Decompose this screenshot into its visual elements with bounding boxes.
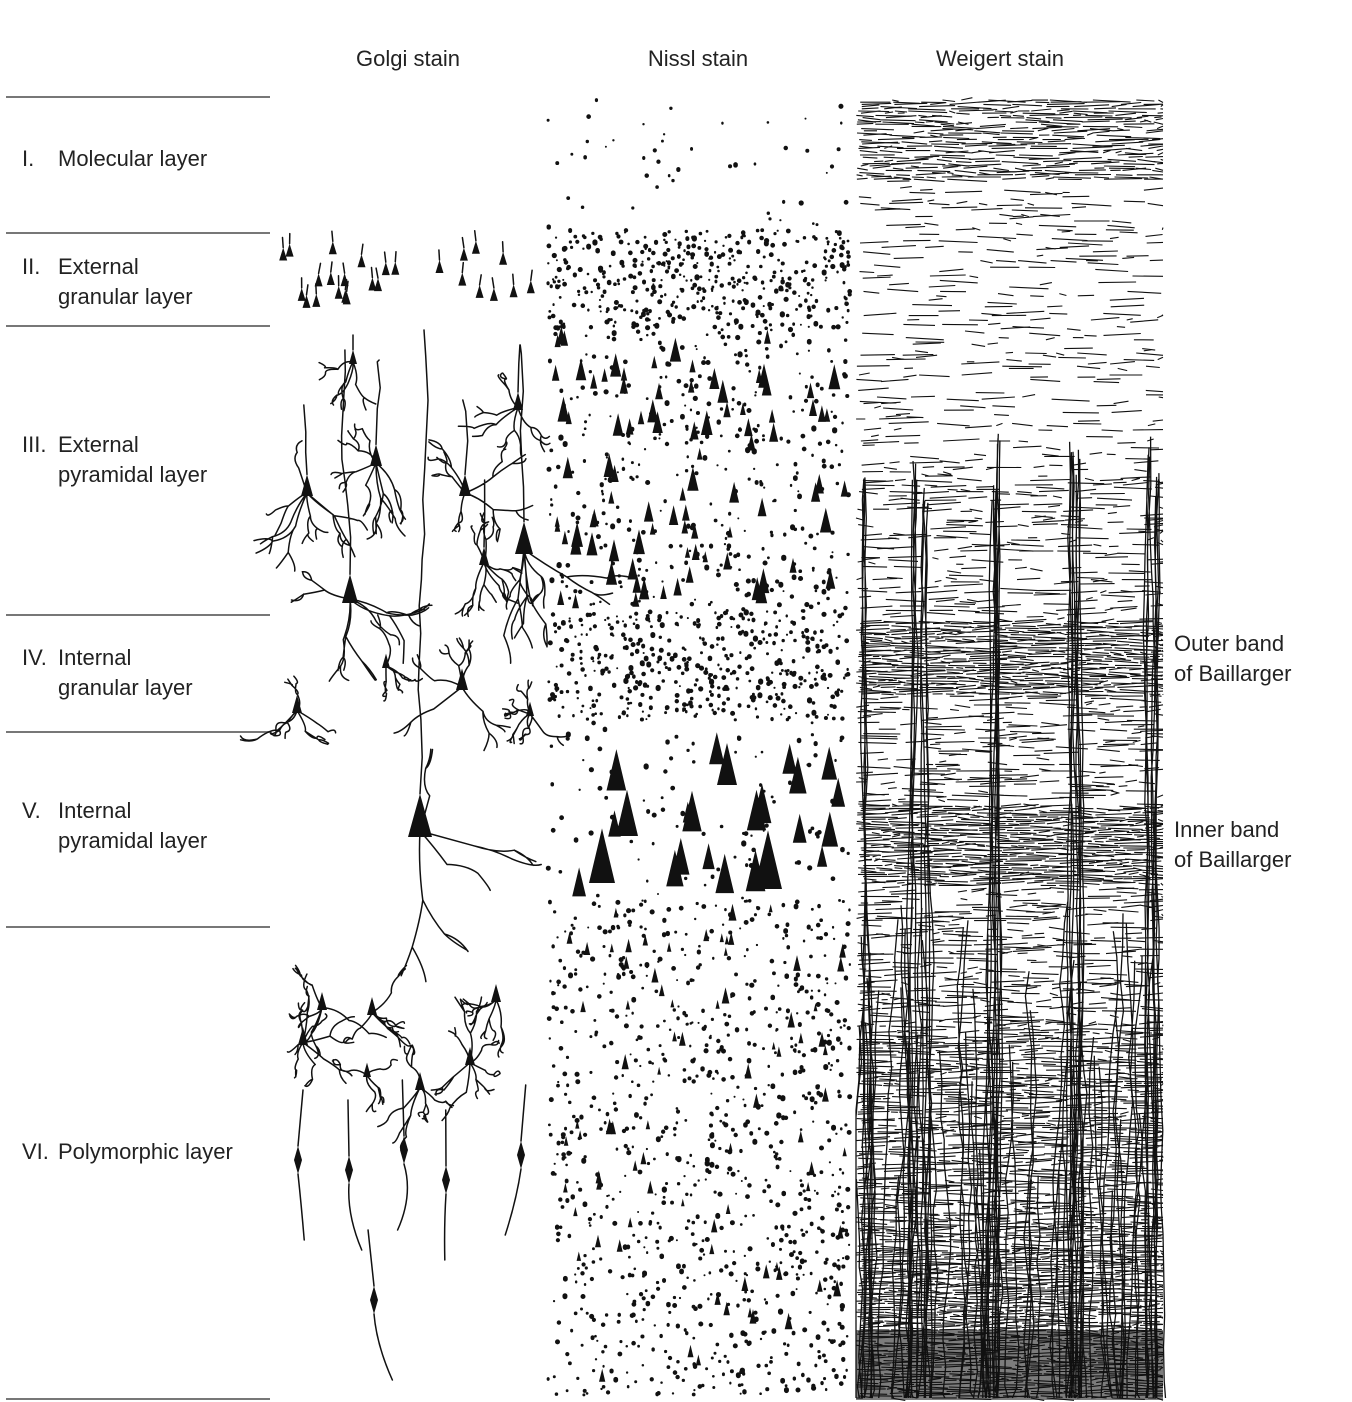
outer-band-label: Outer band of Baillarger (1174, 629, 1291, 689)
layer-name: Polymorphic layer (58, 1139, 233, 1164)
layer-divider (6, 232, 270, 234)
granule-cells (545, 98, 853, 1397)
layer-divider (6, 1398, 270, 1400)
layer-divider (6, 614, 270, 616)
neuron-cell-bodies (279, 240, 535, 1315)
layer-label-iv: IV. Internal granular layer (22, 643, 193, 703)
layer-name: External (58, 432, 139, 457)
layer-number: II. (22, 254, 41, 279)
nissl-stain-title: Nissl stain (647, 46, 749, 71)
layer-number: III. (22, 432, 47, 457)
horizontal-fibres (855, 97, 1164, 1401)
layer-name-line2: pyramidal layer (58, 462, 208, 487)
layer-divider (6, 731, 270, 733)
inner-band-line2: of Baillarger (1174, 847, 1292, 872)
layer-number: V. (22, 798, 41, 823)
layer-name-line2: granular layer (58, 675, 193, 700)
layer-divider (6, 96, 270, 98)
nissl-stain-panel (545, 98, 853, 1397)
radial-fibres (855, 433, 1167, 1399)
layer-divider (6, 926, 270, 928)
layer-label-iii: III. External pyramidal layer (22, 430, 207, 490)
weigert-stain-title: Weigert stain (936, 46, 1064, 71)
layer-name: Internal (58, 645, 132, 670)
layer-label-vi: VI. Polymorphic layer (22, 1137, 233, 1167)
layer-number: VI. (22, 1139, 49, 1164)
layer-number: IV. (22, 645, 47, 670)
layer-name-line2: granular layer (58, 284, 193, 309)
layer-name: Internal (58, 798, 132, 823)
inner-band-line1: Inner band (1174, 817, 1280, 842)
inner-band-label: Inner band of Baillarger (1174, 815, 1291, 875)
layer-name-line2: pyramidal layer (58, 828, 208, 853)
layer-label-i: I. Molecular layer (22, 144, 207, 174)
golgi-stain-panel (239, 229, 638, 1381)
layer-name: External (58, 254, 139, 279)
neuron-dendrites (239, 229, 638, 1381)
white-matter-fibres (856, 1330, 1163, 1400)
outer-band-line1: Outer band (1174, 631, 1285, 656)
layer-name: Molecular layer (58, 146, 208, 171)
layer-label-v: V. Internal pyramidal layer (22, 796, 207, 856)
layer-number: I. (22, 146, 35, 171)
layer-label-ii: II. External granular layer (22, 252, 193, 312)
weigert-stain-panel (855, 97, 1167, 1401)
golgi-stain-title: Golgi stain (356, 46, 460, 71)
pyramidal-cell-bodies (551, 325, 849, 1382)
layer-divider (6, 325, 270, 327)
outer-band-line2: of Baillarger (1174, 661, 1292, 686)
